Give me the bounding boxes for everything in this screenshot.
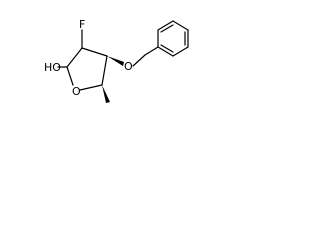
fluorine-label: F — [79, 18, 85, 31]
phenyl-bond-6 — [157, 46, 174, 57]
phenyl-double-3 — [160, 44, 174, 53]
bond-c3-c4 — [101, 55, 108, 86]
structure-canvas: HO F O O — [0, 0, 211, 139]
phenyl-bond-2 — [157, 20, 174, 31]
molecule-diagram: HO F O O — [44, 18, 189, 103]
ether-oxygen-label: O — [124, 60, 133, 73]
bond-c1-c2 — [66, 47, 83, 68]
bond-c2-c3 — [81, 47, 108, 57]
bond-ring-oxygen-c1 — [66, 66, 74, 86]
phenyl-double-1 — [160, 24, 174, 33]
ring-oxygen-label: O — [72, 85, 81, 98]
hydroxyl-label: HO — [44, 61, 61, 74]
wedge-c4-methyl — [102, 85, 110, 103]
bond-c4-ring-oxygen — [79, 84, 103, 91]
bond-oxygen-ch2 — [132, 54, 146, 67]
phenyl-bond-5 — [172, 46, 189, 57]
phenyl-bond-3 — [172, 20, 189, 31]
wedge-c3-ether-oxygen — [107, 56, 124, 66]
bond-ch2-phenyl — [144, 46, 159, 56]
